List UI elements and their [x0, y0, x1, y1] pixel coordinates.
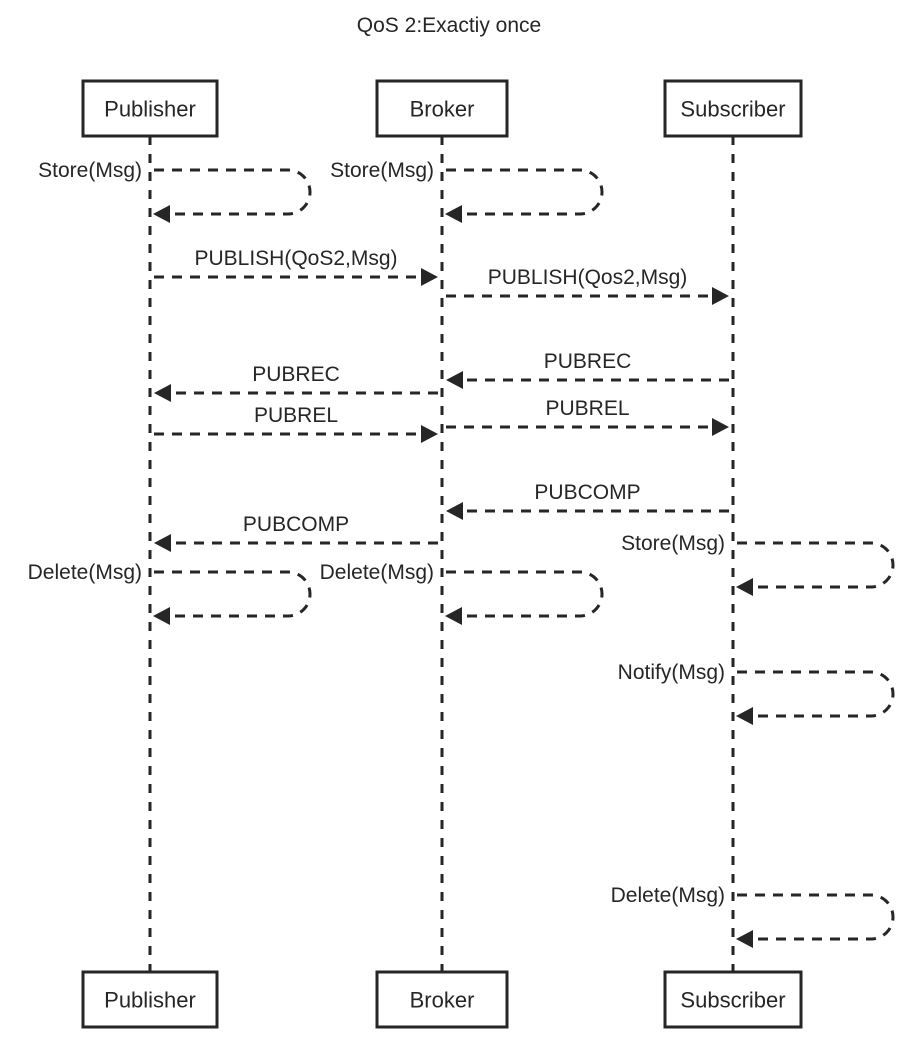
arrowhead-m12: [153, 607, 170, 625]
message-line-m12: [154, 570, 312, 618]
actor-label-publisher-top: Publisher: [104, 97, 196, 122]
arrowhead-m9: [446, 502, 463, 520]
actor-box-publisher-bottom[interactable]: [81, 970, 219, 1029]
arrowhead-m1: [153, 205, 170, 223]
actor-label-publisher-bottom: Publisher: [104, 988, 196, 1013]
actor-label-broker-top: Broker: [410, 97, 475, 122]
message-m10: PUBCOMP: [154, 513, 438, 552]
arrowhead-m7: [421, 425, 438, 443]
actor-box-broker-top[interactable]: [375, 79, 509, 138]
messages-group: Store(Msg) Store(Msg) PUBLISH(QoS2,Msg) PUB…: [28, 159, 895, 948]
actor-label-subscriber-bottom: Subscriber: [680, 988, 785, 1013]
message-label-m5: PUBREC: [252, 363, 340, 386]
message-m15: Delete(Msg): [611, 884, 895, 948]
actor-box-broker-bottom[interactable]: [375, 970, 509, 1029]
actor-box-subscriber-top[interactable]: [663, 79, 803, 138]
message-m4: PUBLISH(Qos2,Msg): [446, 266, 729, 305]
message-label-m13: Delete(Msg): [320, 561, 434, 584]
message-label-m2: Store(Msg): [330, 159, 434, 182]
message-line-m13: [446, 570, 604, 618]
message-label-m14: Notify(Msg): [618, 661, 725, 684]
arrowhead-m6: [446, 371, 463, 389]
message-m12: Delete(Msg): [28, 561, 312, 625]
lifelines-group: [148, 136, 735, 972]
arrowhead-m4: [712, 287, 729, 305]
message-label-m1: Store(Msg): [38, 159, 142, 182]
message-label-m12: Delete(Msg): [28, 561, 142, 584]
message-line-m11: [737, 541, 895, 589]
message-label-m7: PUBREL: [254, 404, 338, 427]
message-line-m1: [154, 168, 312, 216]
message-m3: PUBLISH(QoS2,Msg): [154, 247, 438, 286]
message-line-m15: [737, 893, 895, 941]
arrowhead-m15: [736, 930, 753, 948]
message-label-m11: Store(Msg): [621, 532, 725, 555]
diagram-title-group: QoS 2:Exactiy once: [357, 14, 541, 37]
actor-box-publisher-top[interactable]: [81, 79, 219, 138]
message-line-m2: [446, 168, 604, 216]
message-label-m8: PUBREL: [545, 397, 629, 420]
message-label-m9: PUBCOMP: [534, 481, 640, 504]
actor-label-broker-bottom: Broker: [410, 988, 475, 1013]
message-m6: PUBREC: [446, 350, 729, 389]
arrowhead-m14: [736, 707, 753, 725]
message-m14: Notify(Msg): [618, 661, 895, 725]
message-m8: PUBREL: [446, 397, 729, 436]
message-label-m15: Delete(Msg): [611, 884, 725, 907]
diagram-title: QoS 2:Exactiy once: [357, 14, 541, 37]
message-label-m10: PUBCOMP: [243, 513, 349, 536]
actor-label-subscriber-top: Subscriber: [680, 97, 785, 122]
message-m11: Store(Msg): [621, 532, 895, 596]
arrowhead-m13: [445, 607, 462, 625]
arrowhead-m11: [736, 578, 753, 596]
message-label-m3: PUBLISH(QoS2,Msg): [194, 247, 397, 270]
message-label-m6: PUBREC: [544, 350, 632, 373]
message-line-m14: [737, 670, 895, 718]
message-m13: Delete(Msg): [320, 561, 604, 625]
message-label-m4: PUBLISH(Qos2,Msg): [488, 266, 688, 289]
message-m2: Store(Msg): [330, 159, 604, 223]
actor-boxes-group: PublisherPublisherBrokerBrokerSubscriber…: [81, 79, 803, 1029]
arrowhead-m10: [154, 534, 171, 552]
actor-box-subscriber-bottom[interactable]: [663, 970, 803, 1029]
arrowhead-m2: [445, 205, 462, 223]
message-m5: PUBREC: [154, 363, 438, 402]
message-m7: PUBREL: [154, 404, 438, 443]
arrowhead-m3: [421, 268, 438, 286]
arrowhead-m8: [712, 418, 729, 436]
message-m9: PUBCOMP: [446, 481, 729, 520]
arrowhead-m5: [154, 384, 171, 402]
message-m1: Store(Msg): [38, 159, 312, 223]
